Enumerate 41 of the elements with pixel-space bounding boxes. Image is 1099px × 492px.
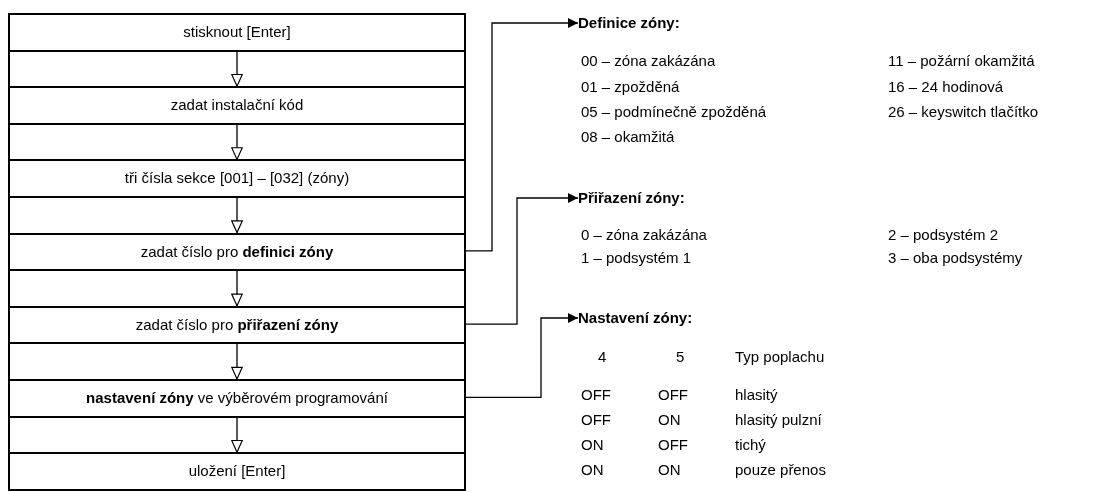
arrow [231,195,243,234]
option-text: 16 – 24 hodinová [888,78,1004,96]
arrow [465,193,579,325]
option-text: 05 – podmínečně zpožděná [581,103,767,121]
option-text: ON [581,436,604,454]
option-text: 1 – podsystém 1 [581,249,692,267]
arrow [465,18,579,252]
step-box: zadat číslo pro přiřazení zóny [8,305,466,345]
step-box: zadat instalační kód [8,86,466,125]
option-text: 4 [598,348,607,366]
option-text: 01 – zpožděná [581,78,680,96]
option-text: Typ poplachu [735,348,825,366]
option-text: 5 [676,348,685,366]
option-text: 3 – oba podsystémy [888,249,1023,267]
option-text: tichý [735,436,766,454]
section-heading: Přiřazení zóny: [578,187,685,208]
option-text: 11 – požární okamžitá [888,52,1035,70]
section-heading: Definice zóny: [578,12,680,33]
step-box: zadat číslo pro definici zóny [8,232,466,272]
step-box: tři čísla sekce [001] – [032] (zóny) [8,159,466,198]
option-text: ON [581,461,604,479]
step-box: uložení [Enter] [8,452,466,491]
option-text: OFF [658,436,688,454]
option-text: hlasitý pulzní [735,411,822,429]
option-text: OFF [581,411,611,429]
option-text: 2 – podsystém 2 [888,226,999,244]
step-box: nastavení zóny ve výběrovém programování [8,379,466,418]
arrow [465,313,579,398]
option-text: 26 – keyswitch tlačítko [888,103,1039,121]
option-text: ON [658,461,681,479]
step-box: stisknout [Enter] [8,13,466,52]
option-text: 00 – zóna zakázána [581,52,716,70]
option-text: pouze přenos [735,461,826,479]
option-text: ON [658,411,681,429]
option-text: OFF [581,386,611,404]
section-heading: Nastavení zóny: [578,307,693,328]
arrow [231,122,243,161]
option-text: OFF [658,386,688,404]
option-text: 0 – zóna zakázána [581,226,707,244]
option-text: hlasitý [735,386,778,404]
option-text: 08 – okamžitá [581,128,675,146]
